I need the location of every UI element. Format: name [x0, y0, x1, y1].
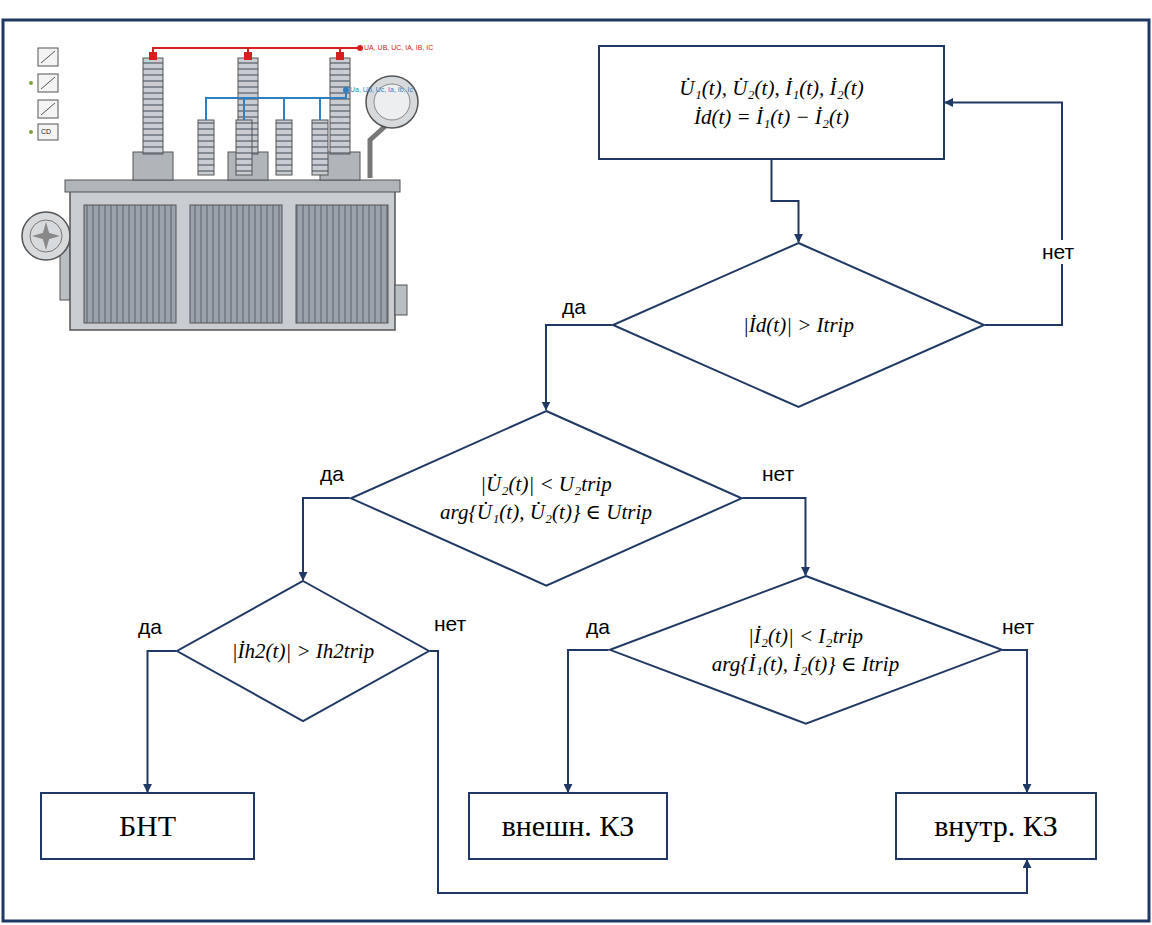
result-box: внешн. КЗ [468, 792, 668, 860]
node-content: |U̇₂(t)| < U₂triparg{U̇₁(t), U̇₂(t)} ∈ U… [350, 410, 743, 587]
flow-arrow [568, 650, 609, 792]
icon-label: CD [41, 128, 51, 135]
branch-label: нет [432, 612, 468, 636]
node-content: внешн. КЗ [470, 794, 666, 858]
flow-arrow [546, 325, 612, 410]
node-content: внутр. КЗ [897, 794, 1095, 858]
signal-names: Ua, Ub, Uc, Ia, Ib, Ic [350, 86, 413, 93]
formula-text: |İ₂(t)| < I₂trip [748, 622, 863, 650]
branch-label: да [136, 615, 164, 639]
node-content: |İ₂(t)| < I₂triparg{İ₁(t), İ₂(t)} ∈ Itri… [609, 575, 1003, 725]
frame [3, 20, 1149, 921]
branch-label: нет [760, 462, 796, 486]
formula-text: U̇₁(t), U̇₂(t), İ₁(t), İ₂(t) [679, 74, 863, 102]
decision-diamond: |U̇₂(t)| < U₂triparg{U̇₁(t), U̇₂(t)} ∈ U… [350, 410, 743, 587]
blue-wire [206, 87, 349, 120]
flow-arrow [303, 498, 350, 580]
formula-text: İd(t) = İ₁(t) − İ₂(t) [694, 103, 849, 131]
decision-diamond: |İ₂(t)| < I₂triparg{İ₁(t), İ₂(t)} ∈ Itri… [609, 575, 1003, 725]
formula-text: |İd(t)| > Itrip [743, 311, 854, 339]
flow-arrow [742, 498, 805, 575]
node-content: |İd(t)| > Itrip [612, 242, 985, 408]
flow-arrow [148, 651, 177, 792]
icon-column [29, 48, 58, 140]
node-content: |İh2(t)| > Ih2trip [176, 580, 430, 722]
formula-text: arg{İ₁(t), İ₂(t)} ∈ Itrip [712, 650, 899, 678]
diamond-outline [350, 410, 743, 587]
result-text: внутр. КЗ [934, 808, 1058, 844]
node-content: БНТ [42, 794, 253, 858]
branch-label: нет [1000, 615, 1036, 639]
flow-arrow [772, 160, 799, 242]
node-content: U̇₁(t), U̇₂(t), İ₁(t), İ₂(t)İd(t) = İ₁(t… [600, 47, 943, 158]
result-text: БНТ [119, 808, 176, 844]
diamond-outline [609, 575, 1003, 725]
signal-names: UA, UB, UC, IA, IB, IC [364, 44, 433, 51]
result-text: внешн. КЗ [502, 808, 635, 844]
formula-text: arg{U̇₁(t), U̇₂(t)} ∈ Utrip [440, 498, 652, 526]
decision-diamond: |İd(t)| > Itrip [612, 242, 985, 408]
branch-label: да [560, 295, 588, 319]
red-wire [149, 45, 363, 60]
formula-text: |U̇₂(t)| < U₂trip [480, 470, 611, 498]
result-box: внутр. КЗ [895, 792, 1097, 860]
formula-text: |İh2(t)| > Ih2trip [232, 637, 374, 665]
input-box: U̇₁(t), U̇₂(t), İ₁(t), İ₂(t)İd(t) = İ₁(t… [598, 45, 945, 160]
branch-label: нет [1040, 240, 1076, 264]
branch-label: да [318, 462, 346, 486]
decision-diamond: |İh2(t)| > Ih2trip [176, 580, 430, 722]
transformer-drawing [22, 58, 418, 330]
flow-arrow [1002, 650, 1027, 792]
branch-label: да [584, 615, 612, 639]
flow-arrow [945, 103, 1062, 326]
result-box: БНТ [40, 792, 255, 860]
